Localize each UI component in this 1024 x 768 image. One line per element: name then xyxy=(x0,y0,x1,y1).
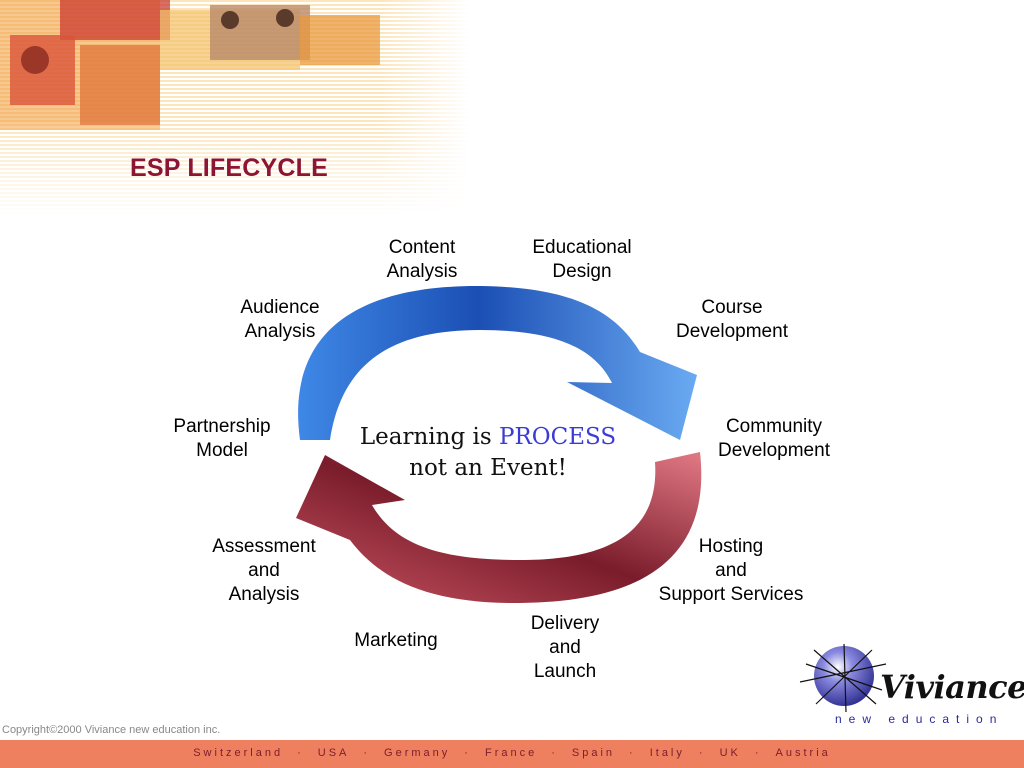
separator: · xyxy=(464,747,471,759)
separator: · xyxy=(698,747,706,759)
header-photo-collage xyxy=(0,0,470,215)
stage-partnership-model: Partnership Model xyxy=(173,416,271,461)
stage-community-development: Community Development xyxy=(718,416,830,461)
page-title: ESP LIFECYCLE xyxy=(130,154,329,182)
separator: · xyxy=(754,747,762,759)
slogan-line-1: Learning is PROCESS xyxy=(360,422,616,453)
separator: · xyxy=(629,747,636,759)
logo-name: Viviance xyxy=(880,668,1024,706)
stage-hosting-support: Hosting and Support Services xyxy=(658,536,804,605)
country-item: Austria xyxy=(775,747,831,759)
copyright-notice: Copyright©2000 Viviance new education in… xyxy=(2,724,221,736)
country-item: Germany xyxy=(384,747,451,759)
footer-bar xyxy=(0,740,1024,768)
country-item: France xyxy=(484,747,538,759)
stage-delivery-launch: Delivery and Launch xyxy=(530,613,600,682)
slogan-line-2: not an Event! xyxy=(409,455,567,481)
top-cycle-arrow xyxy=(298,285,697,440)
bottom-cycle-arrow xyxy=(296,452,702,604)
stage-educational-design: Educational Design xyxy=(532,237,632,282)
stage-course-development: Course Development xyxy=(676,297,788,342)
separator: · xyxy=(297,747,304,759)
country-item: Spain xyxy=(571,747,616,759)
slogan-accent: PROCESS xyxy=(498,424,617,450)
logo-subtitle: new education xyxy=(835,712,1004,726)
country-item: Switzerland xyxy=(193,747,284,759)
country-item: USA xyxy=(317,747,350,759)
viviance-logo-globe-icon xyxy=(799,643,887,713)
slogan-prefix: Learning is xyxy=(359,424,492,450)
stage-audience-analysis: Audience Analysis xyxy=(240,297,320,342)
separator: · xyxy=(363,747,371,759)
footer-country-list: Switzerland · USA · Germany · France · Spain · Ita… xyxy=(0,747,1024,759)
country-item: UK xyxy=(719,747,741,759)
center-slogan: Learning is PROCESS not an Event! xyxy=(360,422,616,484)
stage-content-analysis: Content Analysis xyxy=(386,237,458,282)
stage-marketing: Marketing xyxy=(354,630,438,651)
country-item: Italy xyxy=(649,747,685,759)
stage-assessment-analysis: Assessment and Analysis xyxy=(212,536,316,605)
separator: · xyxy=(551,747,558,759)
